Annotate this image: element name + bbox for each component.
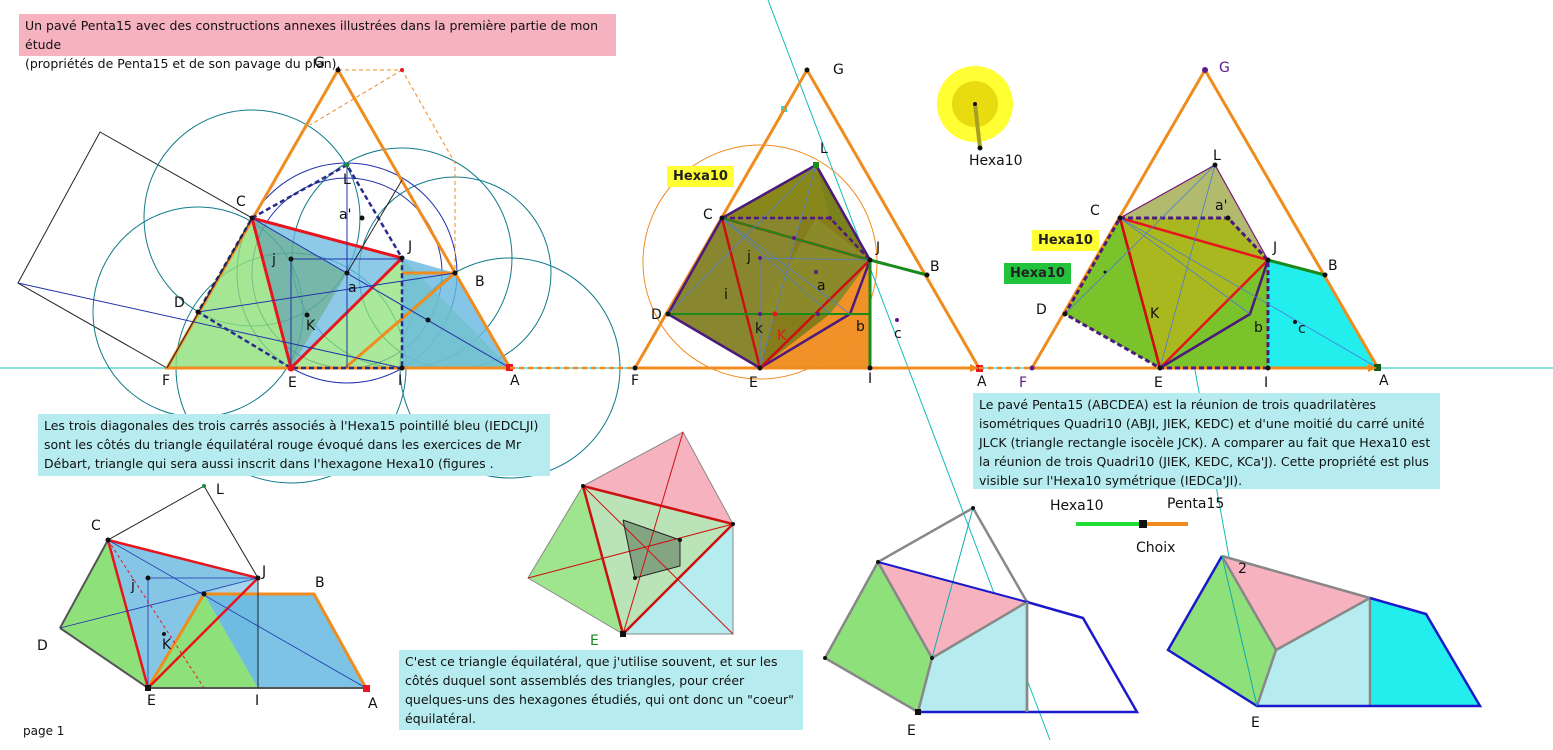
label-fig2-d: D xyxy=(651,307,662,323)
label-fig1-g: G xyxy=(314,55,325,71)
point-labels: G C L a' J j a B D K F E I A G L C J B j… xyxy=(37,55,1389,739)
label-fig2-l: L xyxy=(820,141,828,157)
label-fig7-e: E xyxy=(1251,715,1260,731)
label-fig2-b-small: b xyxy=(856,319,865,335)
label-fig3-c: C xyxy=(1090,203,1100,219)
label-fig3-c-small: c xyxy=(1298,321,1306,337)
slider-handle[interactable] xyxy=(1139,520,1147,528)
label-fig4-d: D xyxy=(37,638,48,654)
figure-hexa10-middle xyxy=(632,0,1051,741)
tag-hexa10-middle: Hexa10 xyxy=(667,166,734,187)
label-fig1-k: K xyxy=(306,318,316,334)
figure-penta15-construction xyxy=(0,66,1553,484)
label-fig3-g: G xyxy=(1219,60,1230,76)
label-fig7-2: 2 xyxy=(1238,561,1247,577)
label-fig3-a-prime: a' xyxy=(1215,198,1227,214)
figure-equilateral-core xyxy=(527,431,736,637)
label-fig3-d: D xyxy=(1036,302,1047,318)
tag-hexa10-right-green: Hexa10 xyxy=(1004,263,1071,284)
figure-penta15-right xyxy=(1029,67,1381,372)
note-equilateral: C'est ce triangle équilatéral, que j'uti… xyxy=(399,650,803,730)
labels-fig4: L C J B j D K E I A xyxy=(37,482,378,712)
label-fig4-k: K xyxy=(162,637,172,653)
page-label: page 1 xyxy=(23,724,65,738)
note-penta15-union: Le pavé Penta15 (ABCDEA) est la réunion … xyxy=(973,393,1440,489)
label-fig4-l: L xyxy=(216,482,224,498)
label-fig2-a-cap: A xyxy=(977,374,987,390)
label-fig1-a: a xyxy=(348,280,357,296)
label-fig1-j-small: j xyxy=(271,252,276,268)
label-fig1-f: F xyxy=(162,373,170,389)
label-fig1-c: C xyxy=(236,194,246,210)
label-fig2-i: I xyxy=(868,371,872,387)
label-fig3-f: F xyxy=(1019,375,1027,391)
choice-slider[interactable] xyxy=(1076,520,1188,528)
label-fig3-i: I xyxy=(1264,375,1268,391)
note-penta15-intro: Un pavé Penta15 avec des constructions a… xyxy=(19,14,616,71)
tag-hexa10-right-yellow: Hexa10 xyxy=(1032,230,1099,251)
label-fig2-e: E xyxy=(749,375,758,391)
label-fig3-e: E xyxy=(1154,375,1163,391)
label-fig4-j-small: j xyxy=(130,578,135,594)
labels-fig1: G C L a' J j a B D K F E I A xyxy=(162,55,520,391)
note-diagonals: Les trois diagonales des trois carrés as… xyxy=(38,414,550,476)
slider-caption: Choix xyxy=(1136,540,1176,556)
label-fig2-g: G xyxy=(833,62,844,78)
label-fig2-i-small: i xyxy=(724,287,728,303)
label-fig3-j: J xyxy=(1272,240,1277,256)
label-fig3-b-small: b xyxy=(1254,320,1263,336)
label-fig1-i: I xyxy=(398,373,402,389)
label-fig3-b: B xyxy=(1328,258,1338,274)
label-fig1-e: E xyxy=(288,375,297,391)
label-fig6-e: E xyxy=(907,723,916,739)
label-fig2-c-small: c xyxy=(894,326,902,342)
labels-fig2: G L C J B j i a D k K b c F E I A xyxy=(631,62,987,391)
slider-right-label: Penta15 xyxy=(1167,496,1225,512)
label-fig4-a: A xyxy=(368,696,378,712)
label-fig1-a-prime: a' xyxy=(339,207,351,223)
label-fig1-j: J xyxy=(407,239,412,255)
label-fig5-e: E xyxy=(590,633,599,649)
label-fig4-j: J xyxy=(261,564,266,580)
label-fig1-a-cap: A xyxy=(510,373,520,389)
label-fig2-c: C xyxy=(703,207,713,223)
figure-hexa-bottom-mid xyxy=(823,506,1140,715)
label-fig4-e: E xyxy=(147,693,156,709)
label-fig2-j: J xyxy=(875,240,880,256)
tag-hexa10-sun[interactable]: Hexa10 xyxy=(969,153,1023,169)
slider-left-label: Hexa10 xyxy=(1050,498,1104,514)
label-fig4-c: C xyxy=(91,518,101,534)
label-fig3-a-cap: A xyxy=(1379,373,1389,389)
label-fig1-d: D xyxy=(174,295,185,311)
labels-fig3: G L C a' J B D K b c F E I A xyxy=(1019,60,1389,391)
label-fig2-f: F xyxy=(631,373,639,389)
label-fig2-a: a xyxy=(817,278,826,294)
label-fig2-j-small: j xyxy=(746,249,751,265)
label-fig2-k: K xyxy=(777,328,787,344)
label-fig1-b: B xyxy=(475,274,485,290)
label-fig2-k-small: k xyxy=(755,321,764,337)
label-fig4-b: B xyxy=(315,575,325,591)
label-fig1-l: L xyxy=(343,172,351,188)
figure-small-penta xyxy=(59,484,370,692)
label-fig3-k: K xyxy=(1150,306,1160,322)
label-fig4-i: I xyxy=(255,693,259,709)
label-fig3-l: L xyxy=(1213,148,1221,164)
label-fig2-b: B xyxy=(930,259,940,275)
